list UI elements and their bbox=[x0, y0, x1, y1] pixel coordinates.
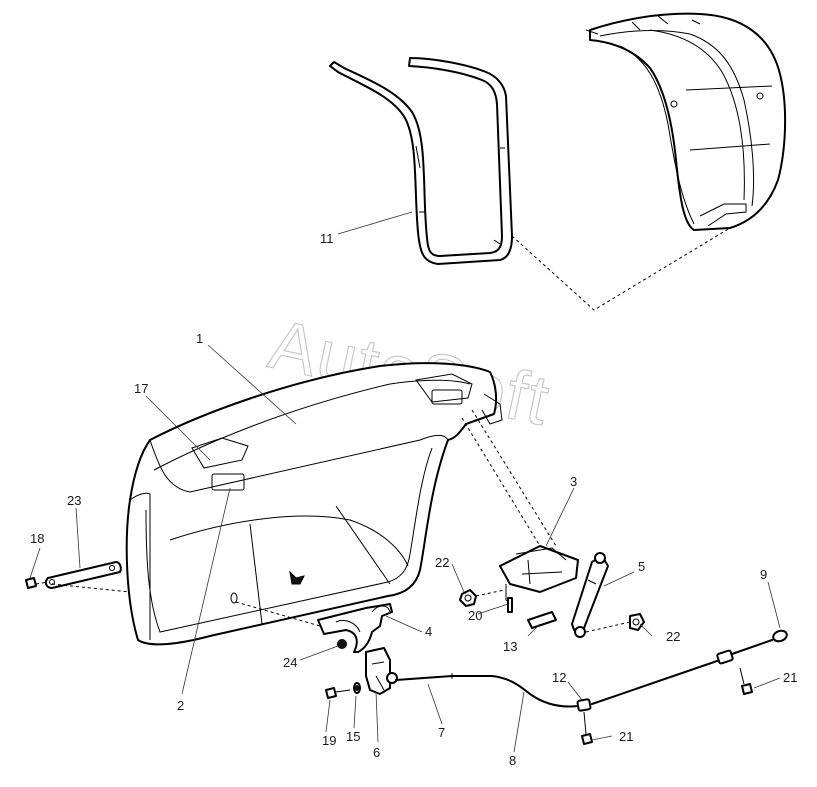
callout-9: 9 bbox=[760, 567, 767, 582]
bolt-part-19 bbox=[325, 687, 351, 699]
cable-sleeve-part-12 bbox=[576, 698, 592, 712]
callout-21-bottom: 21 bbox=[619, 729, 633, 744]
callout-4: 4 bbox=[425, 624, 432, 639]
gas-strut-part-5 bbox=[571, 552, 609, 638]
nut-part-22-right bbox=[629, 613, 645, 631]
assembly-line-11 bbox=[511, 227, 731, 311]
seal-frame-part-11 bbox=[329, 57, 513, 265]
washer-part-15 bbox=[353, 682, 361, 694]
nut-part-22-left bbox=[459, 589, 477, 607]
latch-bracket-part-4 bbox=[317, 603, 393, 653]
latch-part-6 bbox=[365, 647, 398, 695]
cable-part-7-8 bbox=[395, 673, 579, 708]
callout-18: 18 bbox=[30, 531, 44, 546]
callout-15: 15 bbox=[346, 729, 360, 744]
callout-11: 11 bbox=[320, 231, 334, 246]
callout-2: 2 bbox=[177, 698, 184, 713]
assembly-line-23 bbox=[35, 581, 131, 593]
bag-shell-rear-view bbox=[585, 12, 787, 231]
callout-20: 20 bbox=[468, 608, 482, 623]
callout-12: 12 bbox=[552, 670, 566, 685]
callout-3: 3 bbox=[570, 474, 577, 489]
callout-19: 19 bbox=[322, 733, 336, 748]
assembly-line-3 bbox=[461, 409, 557, 547]
callout-labels: 1 2 3 4 5 6 7 8 9 11 12 13 15 17 18 19 2… bbox=[30, 231, 797, 768]
callout-13: 13 bbox=[503, 639, 517, 654]
leader-lines bbox=[29, 211, 781, 753]
callout-7: 7 bbox=[438, 725, 445, 740]
callout-1: 1 bbox=[196, 331, 203, 346]
hinge-bracket-part-3 bbox=[499, 545, 579, 605]
strap-part-23 bbox=[44, 561, 122, 589]
plate-part-13 bbox=[527, 611, 557, 629]
callout-17: 17 bbox=[134, 381, 148, 396]
assembly-line-22b bbox=[585, 621, 631, 633]
screw-part-21-bottom bbox=[581, 711, 593, 745]
callout-5: 5 bbox=[638, 559, 645, 574]
assembly-line-4 bbox=[235, 601, 321, 627]
callout-21-right: 21 bbox=[783, 670, 797, 685]
bolt-part-20 bbox=[507, 597, 513, 613]
callout-6: 6 bbox=[373, 745, 380, 760]
callout-22-left: 22 bbox=[435, 555, 449, 570]
nut-part-24 bbox=[337, 639, 347, 649]
callout-8: 8 bbox=[509, 753, 516, 768]
callout-23: 23 bbox=[67, 493, 81, 508]
screw-part-21-right bbox=[739, 667, 753, 695]
assembly-line-22a bbox=[475, 589, 505, 597]
screw-part-18 bbox=[25, 577, 37, 589]
cable-part-9 bbox=[591, 629, 788, 705]
saddlebag-body-part-1 bbox=[125, 362, 503, 646]
callout-24: 24 bbox=[283, 655, 297, 670]
callout-22-right: 22 bbox=[666, 629, 680, 644]
